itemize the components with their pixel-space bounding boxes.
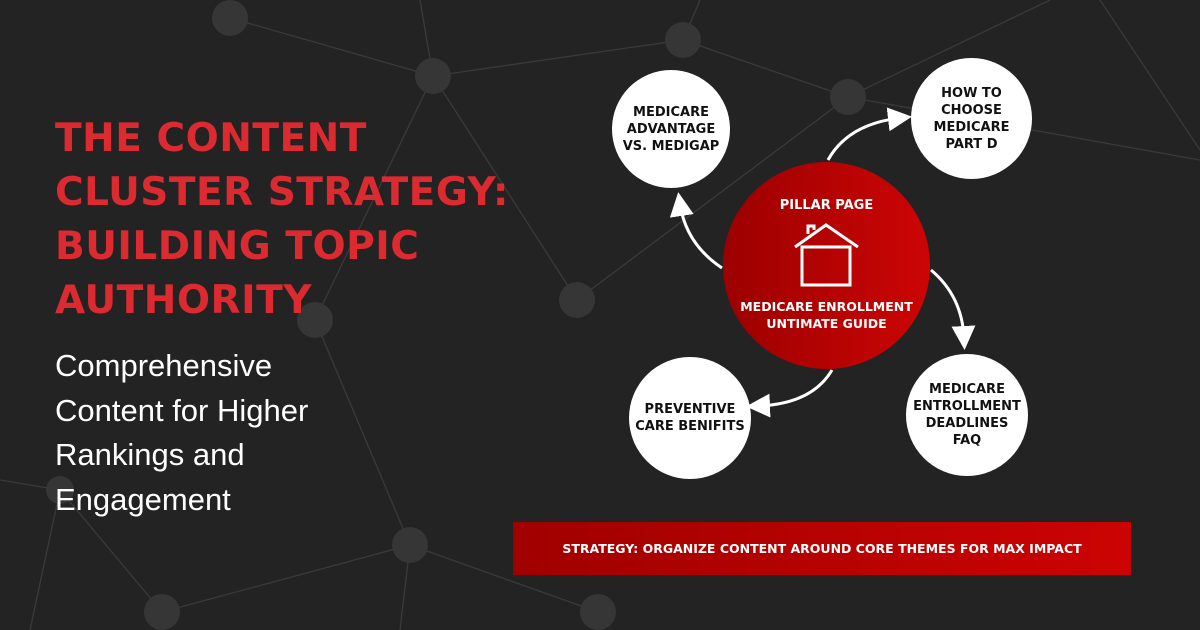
cluster-text: PREVENTIVE	[644, 402, 736, 417]
cluster-text: VS. MEDIGAP	[622, 138, 720, 154]
cluster-preventive-care[interactable]: PREVENTIVE CARE BENIFITS	[629, 357, 751, 479]
subtitle-line: Comprehensive	[55, 348, 273, 383]
subtitle-line: Rankings and	[55, 437, 245, 472]
house-icon	[794, 223, 859, 287]
cluster-text: CARE BENIFITS	[635, 419, 745, 434]
cluster-text: MEDICARE	[933, 119, 1010, 135]
subtitle-line: Engagement	[55, 481, 231, 517]
cluster-text: HOW TO	[941, 85, 1002, 101]
cluster-text: ENTROLLMENT	[913, 399, 1021, 414]
cluster-text: ADVANTAGE	[626, 121, 716, 137]
title-line: AUTHORITY	[55, 278, 312, 323]
cluster-text: FAQ	[952, 433, 982, 448]
title-line: BUILDING TOPIC	[55, 224, 420, 269]
cluster-text: PART D	[945, 136, 998, 152]
page-title: THE CONTENT CLUSTER STRATEGY: BUILDING T…	[55, 112, 509, 328]
pillar-guide-line: MEDICARE ENROLLMENT	[740, 299, 913, 314]
strategy-banner: STRATEGY: ORGANIZE CONTENT AROUND CORE T…	[513, 522, 1131, 575]
subtitle: Comprehensive Content for Higher Ranking…	[55, 344, 308, 522]
cluster-deadlines-faq[interactable]: MEDICARE ENTROLLMENT DEADLINES FAQ	[906, 354, 1028, 476]
title-line: THE CONTENT	[55, 116, 367, 161]
pillar-guide-title: MEDICARE ENROLLMENT UNTIMATE GUIDE	[723, 298, 930, 332]
cluster-text: CHOOSE	[941, 102, 1002, 118]
pillar-label: PILLAR PAGE	[779, 198, 874, 213]
subtitle-line: Content for Higher	[55, 392, 309, 428]
pillar-guide-line: UNTIMATE GUIDE	[766, 316, 887, 331]
cluster-text: MEDICARE	[633, 104, 709, 120]
pillar-page-node[interactable]: PILLAR PAGE MEDICARE ENROLLMENT UNTIMATE…	[723, 162, 930, 369]
cluster-text: MEDICARE	[929, 382, 1005, 397]
title-line: CLUSTER STRATEGY:	[55, 170, 509, 215]
cluster-text: DEADLINES	[925, 416, 1009, 431]
